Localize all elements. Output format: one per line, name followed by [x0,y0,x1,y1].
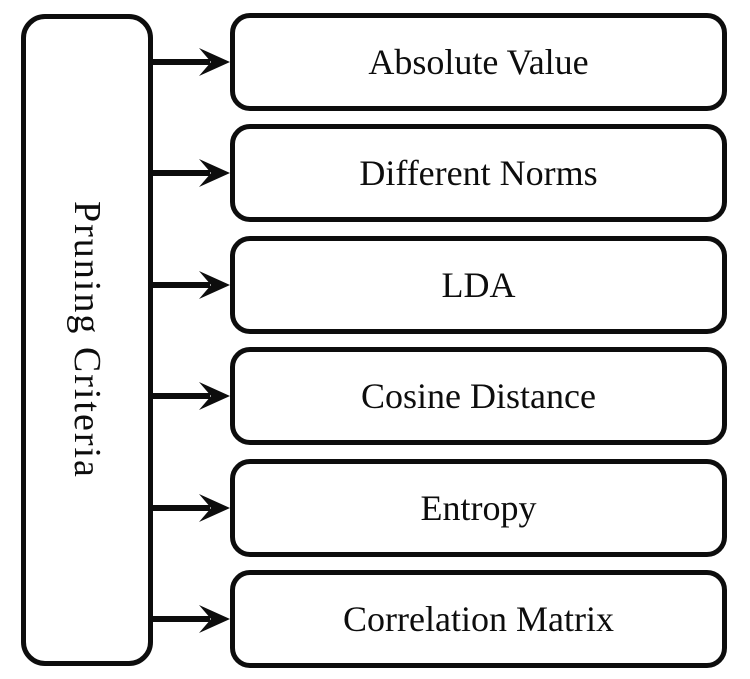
arrow-to-different-norms [151,159,230,187]
criterion-box-cosine-distance: Cosine Distance [230,347,727,446]
criterion-box-entropy: Entropy [230,458,727,557]
criterion-label: Correlation Matrix [343,598,614,639]
criterion-label: Different Norms [359,153,598,194]
criterion-label: Cosine Distance [361,376,596,417]
criteria-column: Absolute Value Different Norms LDA Cosin… [230,13,727,668]
pruning-criteria-label: Pruning Criteria [66,201,108,479]
arrow-to-correlation-matrix [151,605,230,633]
pruning-criteria-box: Pruning Criteria [21,14,153,666]
criterion-label: Absolute Value [368,42,589,82]
arrow-to-entropy [151,494,230,522]
criterion-box-absolute-value: Absolute Value [230,13,727,111]
criterion-box-different-norms: Different Norms [230,124,727,223]
arrow-to-lda [151,271,230,299]
arrow-to-cosine-distance [151,382,230,410]
criterion-label: LDA [441,264,516,305]
criterion-box-correlation-matrix: Correlation Matrix [230,569,727,668]
criterion-label: Entropy [420,487,537,528]
criterion-box-lda: LDA [230,235,727,334]
arrow-to-absolute-value [151,48,230,76]
